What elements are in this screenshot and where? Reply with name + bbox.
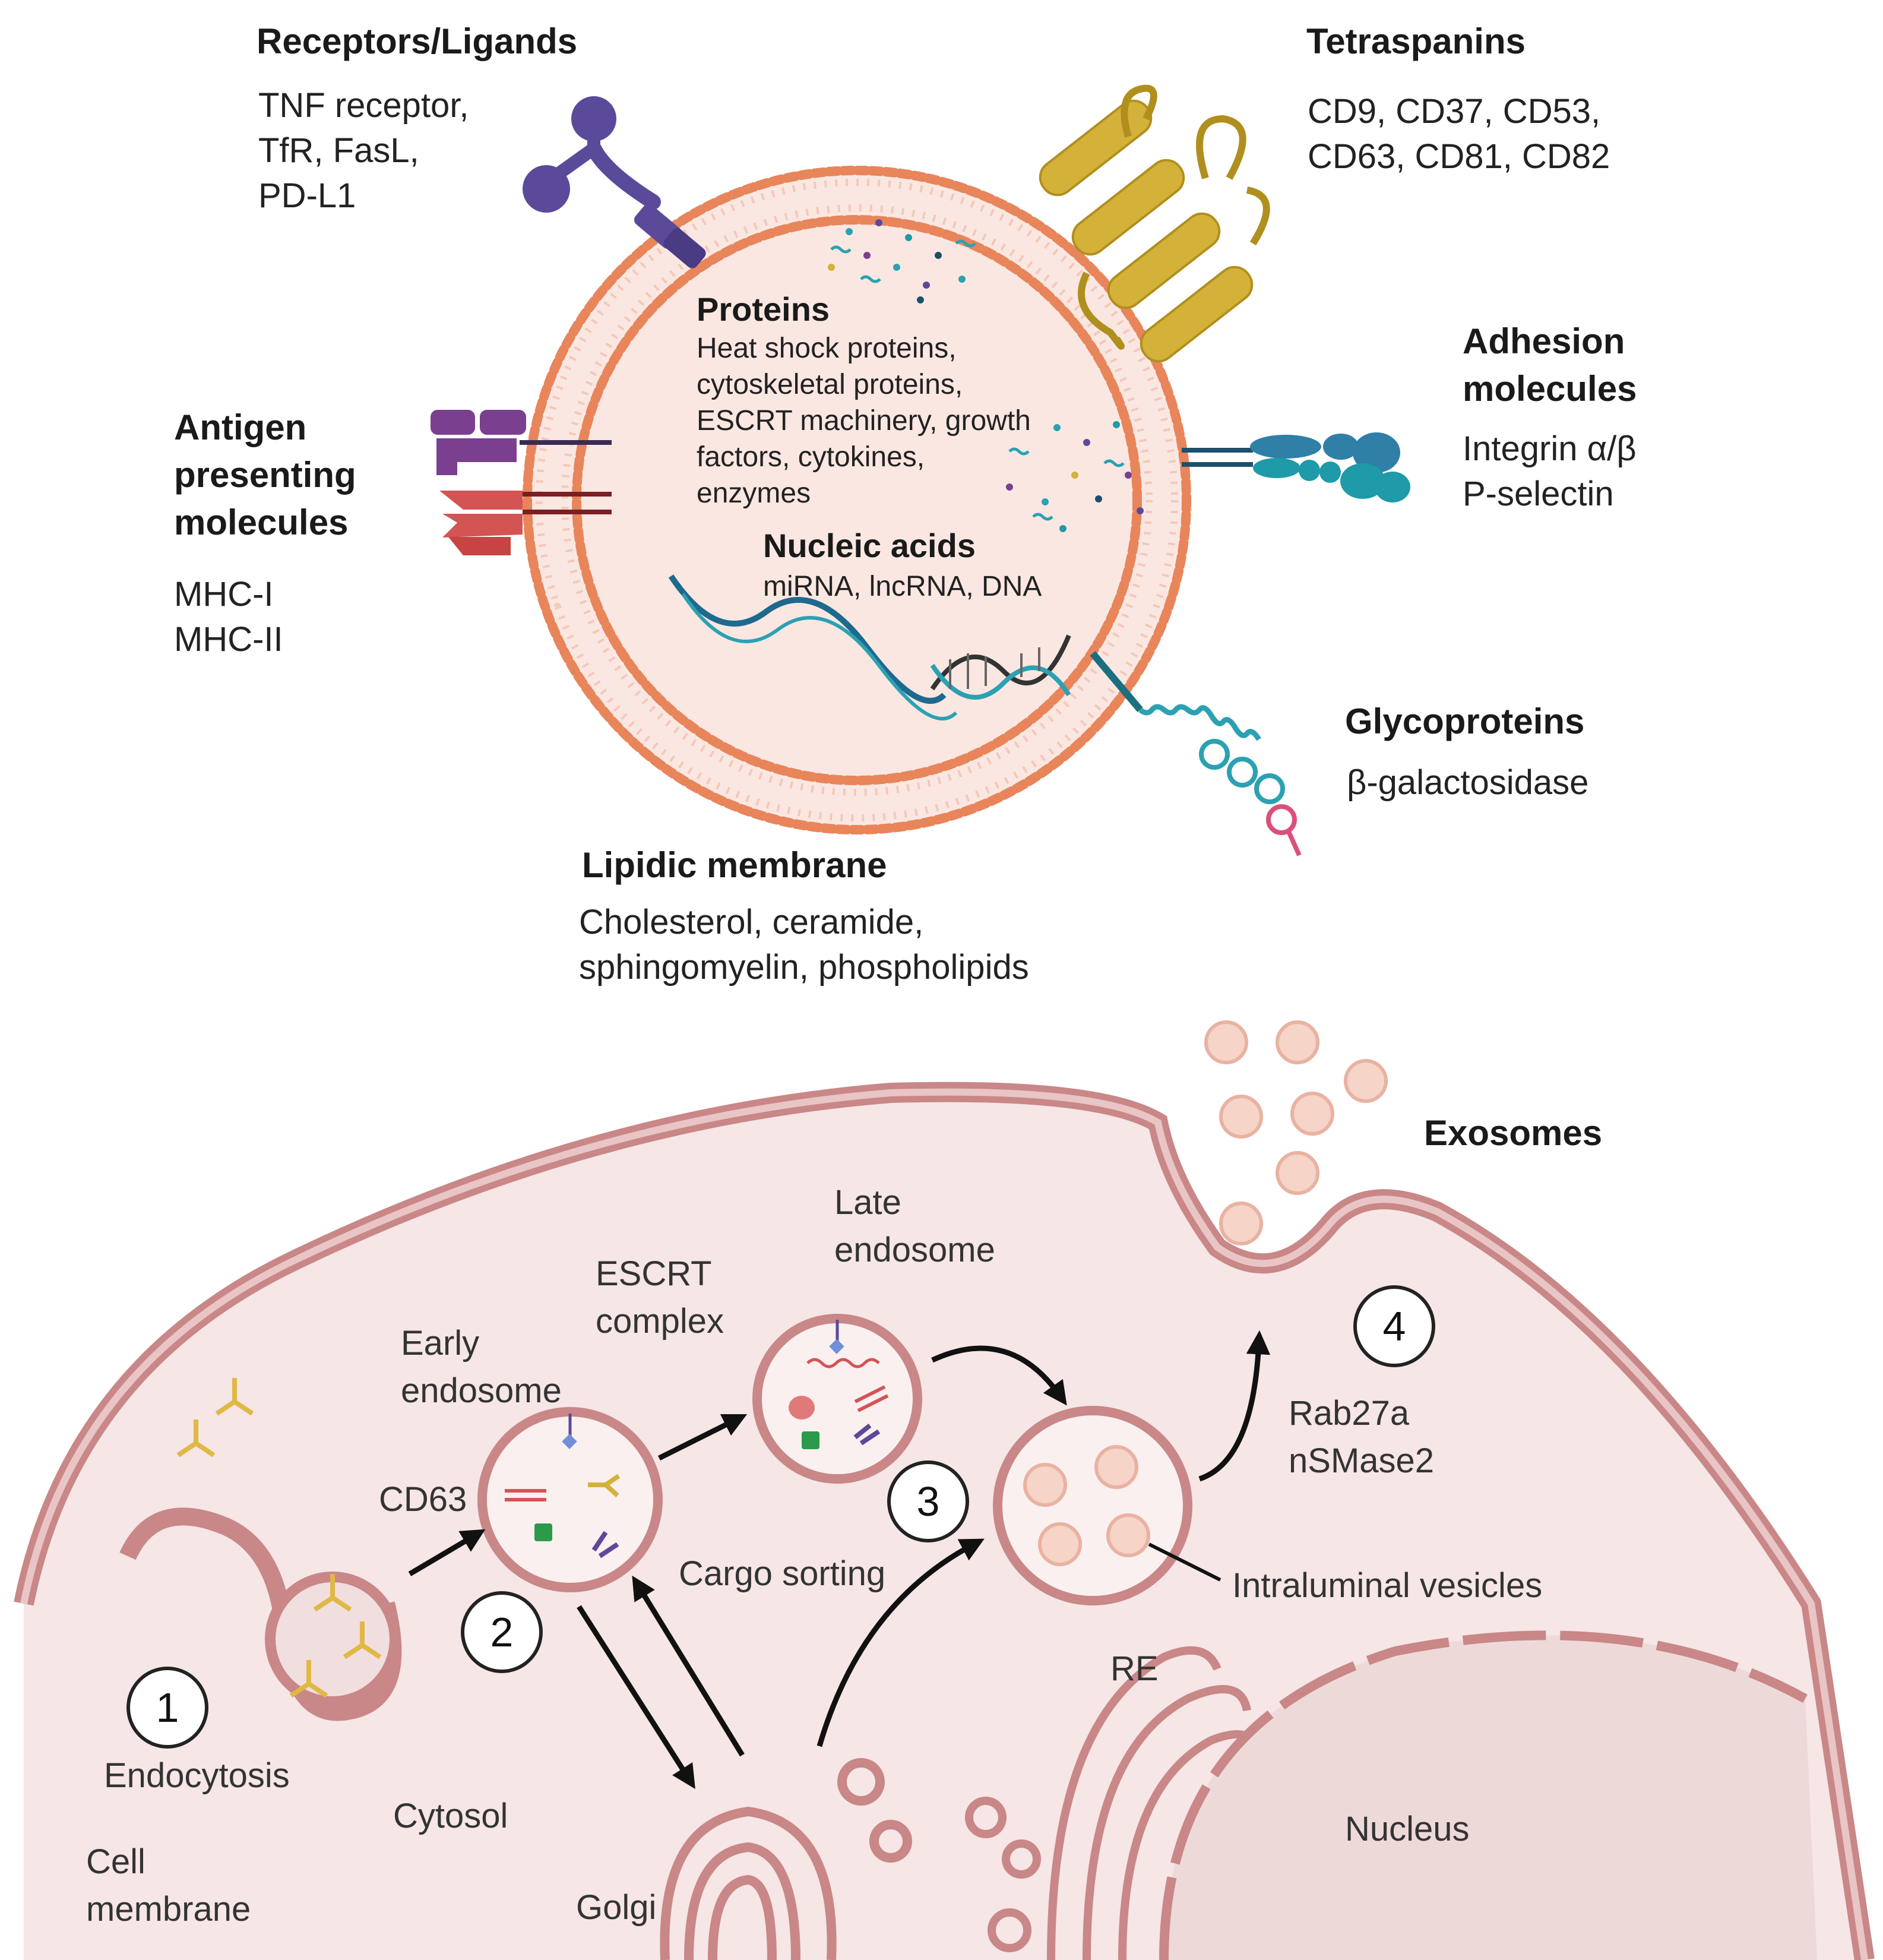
exosome-vesicle [523,166,1191,834]
golgi-icon [660,1758,912,1960]
step-1-circle [126,1667,208,1749]
lipid-tails-inner [561,204,1153,796]
glycoproteins-title: Glycoproteins [1345,701,1585,741]
early-endosome [477,1407,663,1592]
rna-strand-icon [668,574,958,720]
endocytosis-label: Endocytosis [104,1756,290,1795]
arrow-early-to-golgi [577,1605,695,1790]
exosomes-label: Exosomes [1424,1113,1603,1153]
surface-receptor-icons [176,1378,382,1698]
adhesion-items: Integrin α/β P-selectin [1463,429,1637,513]
exosome-particles [1204,1020,1388,1245]
cd63-label: CD63 [379,1480,467,1519]
golgi-label: Golgi [576,1888,657,1927]
escrt-complex-label: ESCRT complex [596,1254,724,1341]
glycoprotein-icon [1090,651,1302,856]
nucleic-items: miRNA, lncRNA, DNA [763,571,1042,602]
cargo-particles [828,219,1144,532]
lipid-heads-inner [572,215,1142,785]
receptor-ligand-icon [523,96,706,268]
arrow-endocytosis-to-early [408,1529,486,1576]
tetraspanin-icon [1039,84,1270,363]
nucleus-label: Nucleus [1345,1810,1470,1848]
tetraspanins-items: CD9, CD37, CD53, CD63, CD81, CD82 [1308,92,1610,176]
nucleus-icon [1159,1630,1817,1960]
lipidic-title: Lipidic membrane [582,845,887,885]
mhc-i-icon [431,410,612,475]
step-2-number: 2 [490,1609,514,1655]
step-2-circle [461,1591,543,1673]
dna-helix-icon [930,634,1071,700]
lipid-tails-outer [536,179,1178,821]
cargo-sorting-label: Cargo sorting [679,1554,886,1593]
reticulum-icon [965,1646,1258,1960]
step-circles [126,1285,1435,1749]
mhc-ii-icon [439,491,612,555]
arrow-golgi-to-mvb [817,1538,985,1747]
endocytosis-pocket [119,1507,402,1721]
lipidic-items: Cholesterol, ceramide, sphingomyelin, ph… [579,903,1029,987]
tetraspanins-title: Tetraspanins [1306,21,1526,61]
arrow-late-to-mvb [931,1345,1067,1406]
arrow-early-to-late [657,1414,748,1461]
proteins-items: Heat shock proteins, cytoskeletal protei… [697,333,1031,509]
glycoproteins-items: β-galactosidase [1347,763,1589,802]
step-3-circle [887,1460,969,1542]
nucleic-title: Nucleic acids [763,527,976,564]
rab-label: Rab27a nSMase2 [1289,1394,1435,1480]
flow-arrows [408,1330,1271,1790]
early-endosome-label: Early endosome [401,1324,562,1410]
late-endosome [752,1314,922,1484]
ilv-pointer [1148,1542,1221,1582]
multivesicular-body [993,1406,1192,1605]
lipid-heads-outer [523,166,1191,834]
receptors-title: Receptors/Ligands [257,21,578,61]
adhesion-molecule-icon [1182,432,1410,502]
receptors-items: TNF receptor, TfR, FasL, PD-L1 [258,86,469,215]
arrow-golgi-to-early [632,1575,745,1757]
antigen-title: Antigen presenting molecules [174,407,356,542]
step-3-number: 3 [916,1478,940,1525]
adhesion-title: Adhesion molecules [1463,321,1637,409]
vesicle-lumen [531,175,1182,826]
step-1-number: 1 [156,1684,179,1731]
cell-membrane-label: Cell membrane [86,1842,251,1929]
antigen-items: MHC-I MHC-II [174,575,283,659]
arrow-mvb-to-membrane [1198,1330,1271,1482]
late-endosome-label: Late endosome [834,1183,995,1269]
proteins-title: Proteins [697,290,830,328]
re-label: RE [1110,1649,1159,1688]
cytosol-label: Cytosol [393,1797,508,1835]
step-4-number: 4 [1382,1303,1406,1349]
step-4-circle [1353,1285,1435,1367]
intraluminal-vesicles-label: Intraluminal vesicles [1232,1566,1543,1605]
